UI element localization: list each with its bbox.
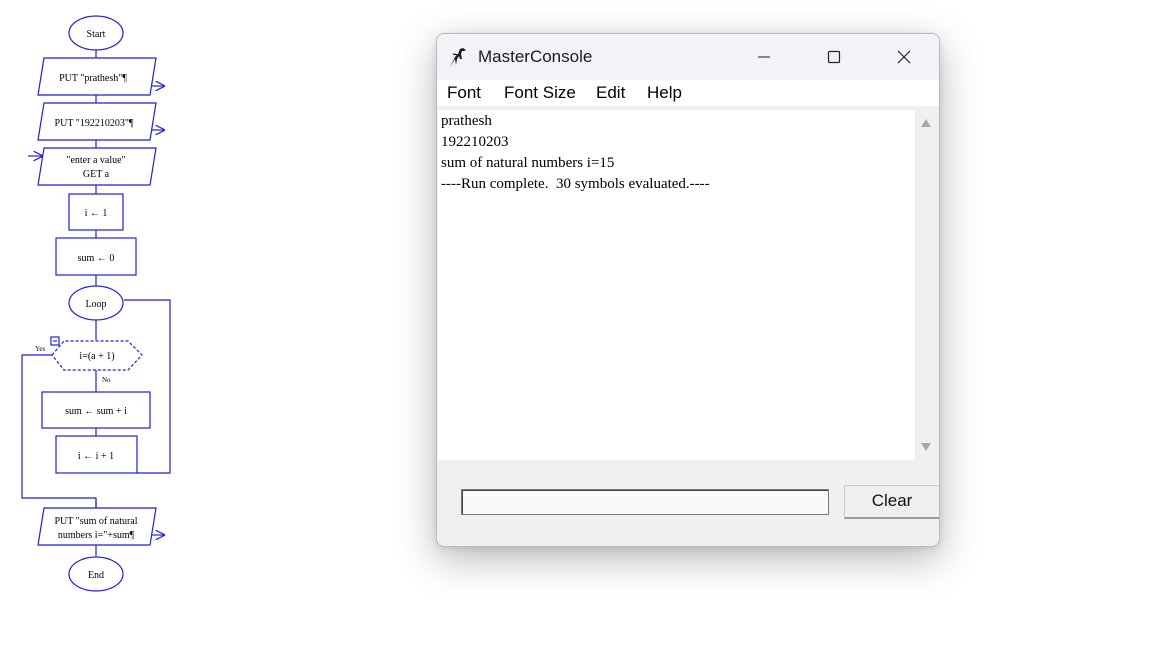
menu-help[interactable]: Help: [647, 83, 682, 102]
menu-edit[interactable]: Edit: [596, 83, 626, 102]
menu-font-size[interactable]: Font Size: [504, 83, 576, 102]
assign-sum-label: sum ← 0: [78, 253, 115, 264]
menu-font[interactable]: Font: [447, 83, 482, 102]
window-title: MasterConsole: [478, 47, 593, 66]
no-label: No: [102, 376, 111, 384]
get-prompt-label: "enter a value": [66, 155, 125, 166]
title-bar[interactable]: MasterConsole: [437, 34, 939, 80]
console-output[interactable]: prathesh 192210203 sum of natural number…: [438, 110, 915, 460]
condition-label: i=(a + 1): [79, 351, 114, 362]
loop-terminal: [68, 285, 124, 321]
get-box: [37, 147, 157, 186]
close-button[interactable]: [869, 34, 939, 80]
close-icon: [897, 50, 911, 64]
output-line: prathesh: [441, 113, 492, 129]
assign-sum-box: [55, 237, 137, 276]
loop-back-line: [124, 299, 171, 474]
condition-shape: [51, 340, 143, 371]
menu-bar: Font Font Size Edit Help: [437, 80, 939, 106]
console-input[interactable]: [461, 489, 829, 515]
end-label: End: [88, 570, 104, 581]
minimize-button[interactable]: [729, 34, 799, 80]
flowchart: Start PUT "prathesh"¶ PUT "192210203"¶ "…: [21, 15, 171, 592]
put-name-label: PUT "prathesh"¶: [59, 73, 127, 84]
yes-label: Yes: [35, 345, 45, 353]
dinosaur-icon: [450, 48, 466, 67]
i-update-label: i ← i + 1: [78, 451, 114, 462]
i-update-box: [55, 435, 138, 474]
put-name-box: [37, 57, 157, 96]
output-line: sum of natural numbers i=15: [441, 155, 615, 171]
clear-button[interactable]: Clear: [844, 485, 939, 519]
sum-update-box: [41, 391, 151, 429]
put-id-label: PUT "192210203"¶: [55, 118, 134, 129]
put-result-label-line2: numbers i="+sum¶: [58, 530, 135, 541]
put-result-box: [37, 507, 157, 546]
put-id-box: [37, 102, 157, 141]
put-result-label-line1: PUT "sum of natural: [54, 516, 137, 527]
master-console-window: MasterConsole Font Font Size Edit Help p…: [436, 33, 940, 547]
get-var-label: GET a: [83, 169, 110, 180]
start-label: Start: [87, 29, 106, 40]
minimize-icon: [758, 56, 770, 58]
output-line: 192210203: [441, 134, 509, 150]
loop-label: Loop: [85, 299, 106, 310]
assign-i-label: i ← 1: [85, 208, 108, 219]
vertical-scrollbar[interactable]: [915, 110, 937, 460]
maximize-button[interactable]: [799, 34, 869, 80]
yes-exit-line: [21, 354, 97, 508]
output-line: ----Run complete. 30 symbols evaluated.-…: [441, 176, 710, 192]
end-terminal: [68, 556, 124, 592]
maximize-icon: [827, 50, 841, 64]
sum-update-label: sum ← sum + i: [65, 406, 127, 417]
assign-i-box: [68, 193, 124, 231]
start-terminal: [68, 15, 124, 51]
scroll-down-arrow-icon[interactable]: [920, 442, 932, 452]
scroll-up-arrow-icon[interactable]: [920, 118, 932, 128]
